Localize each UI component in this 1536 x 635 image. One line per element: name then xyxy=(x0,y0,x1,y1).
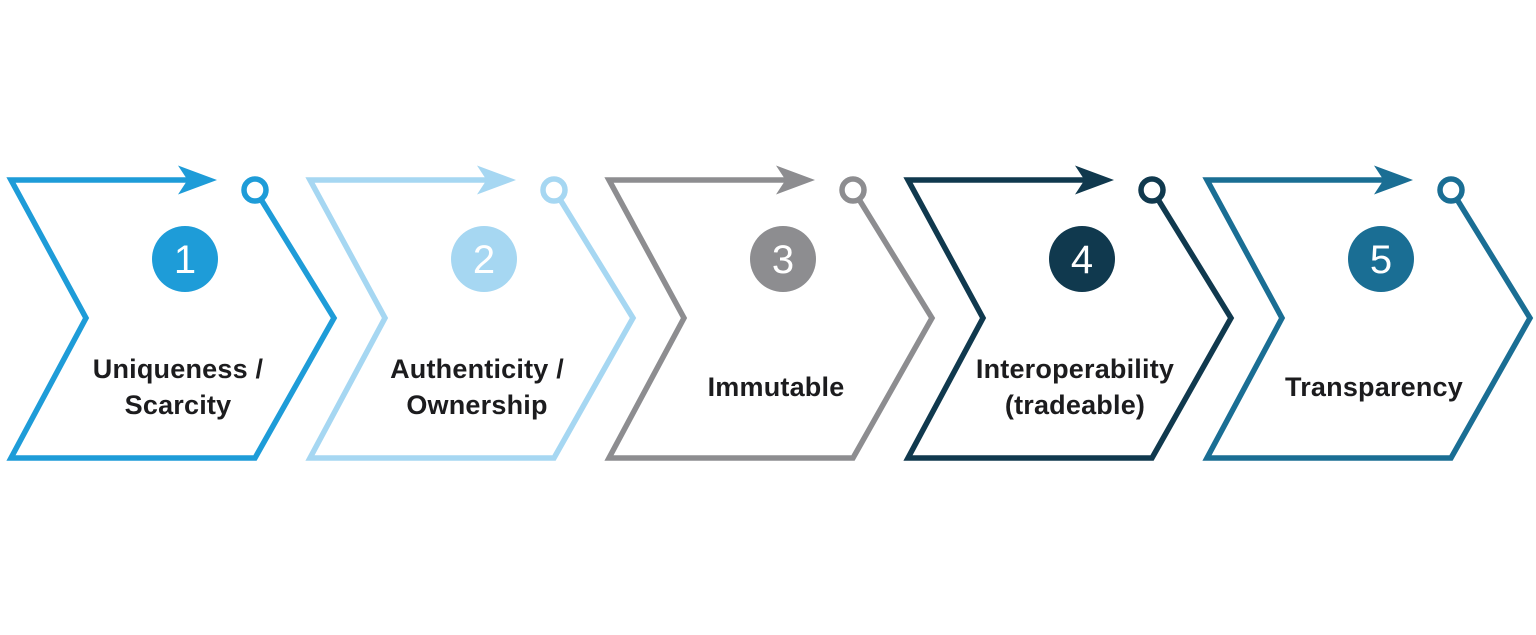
step-number-badge xyxy=(1049,226,1115,292)
chevron-outline xyxy=(903,177,1235,461)
chevron-outline xyxy=(6,177,338,461)
connector-ring-icon xyxy=(540,176,568,204)
step-number: 2 xyxy=(473,238,495,282)
connector-ring-icon xyxy=(241,176,269,204)
step-1-graphic: 1 xyxy=(6,165,338,461)
step-number: 5 xyxy=(1370,238,1392,282)
arrow-head-icon xyxy=(1374,165,1413,195)
step-number-badge xyxy=(750,226,816,292)
step-4: 4 Interoperability (tradeable) xyxy=(903,160,1245,470)
step-number: 4 xyxy=(1071,238,1093,282)
step-5: 5 Transparency xyxy=(1202,160,1536,470)
step-number: 3 xyxy=(772,238,794,282)
step-label: Interoperability (tradeable) xyxy=(975,354,1175,420)
arrow-head-icon xyxy=(178,165,217,195)
step-3: 3 Immutable xyxy=(604,160,946,470)
step-2: 2 Authenticity / Ownership xyxy=(305,160,647,470)
step-label: Transparency xyxy=(1285,372,1463,402)
step-2-graphic: 2 xyxy=(305,165,637,461)
step-label: Authenticity / Ownership xyxy=(390,354,564,420)
connector-ring-icon xyxy=(1138,176,1166,204)
step-5-graphic: 5 xyxy=(1202,165,1534,461)
connector-ring-icon xyxy=(1437,176,1465,204)
step-label: Immutable xyxy=(707,372,845,402)
chevron-outline xyxy=(604,177,936,461)
arrow-head-icon xyxy=(477,165,516,195)
chevron-outline xyxy=(1202,177,1534,461)
step-number-badge xyxy=(451,226,517,292)
chevron-outline xyxy=(305,177,637,461)
arrow-head-icon xyxy=(776,165,815,195)
arrow-head-icon xyxy=(1075,165,1114,195)
step-4-graphic: 4 xyxy=(903,165,1235,461)
step-number-badge xyxy=(152,226,218,292)
step-number-badge xyxy=(1348,226,1414,292)
connector-ring-icon xyxy=(839,176,867,204)
step-3-graphic: 3 xyxy=(604,165,936,461)
step-number: 1 xyxy=(174,238,196,282)
step-label: Uniqueness / Scarcity xyxy=(92,354,264,420)
step-1: 1 Uniqueness / Scarcity xyxy=(6,160,348,470)
